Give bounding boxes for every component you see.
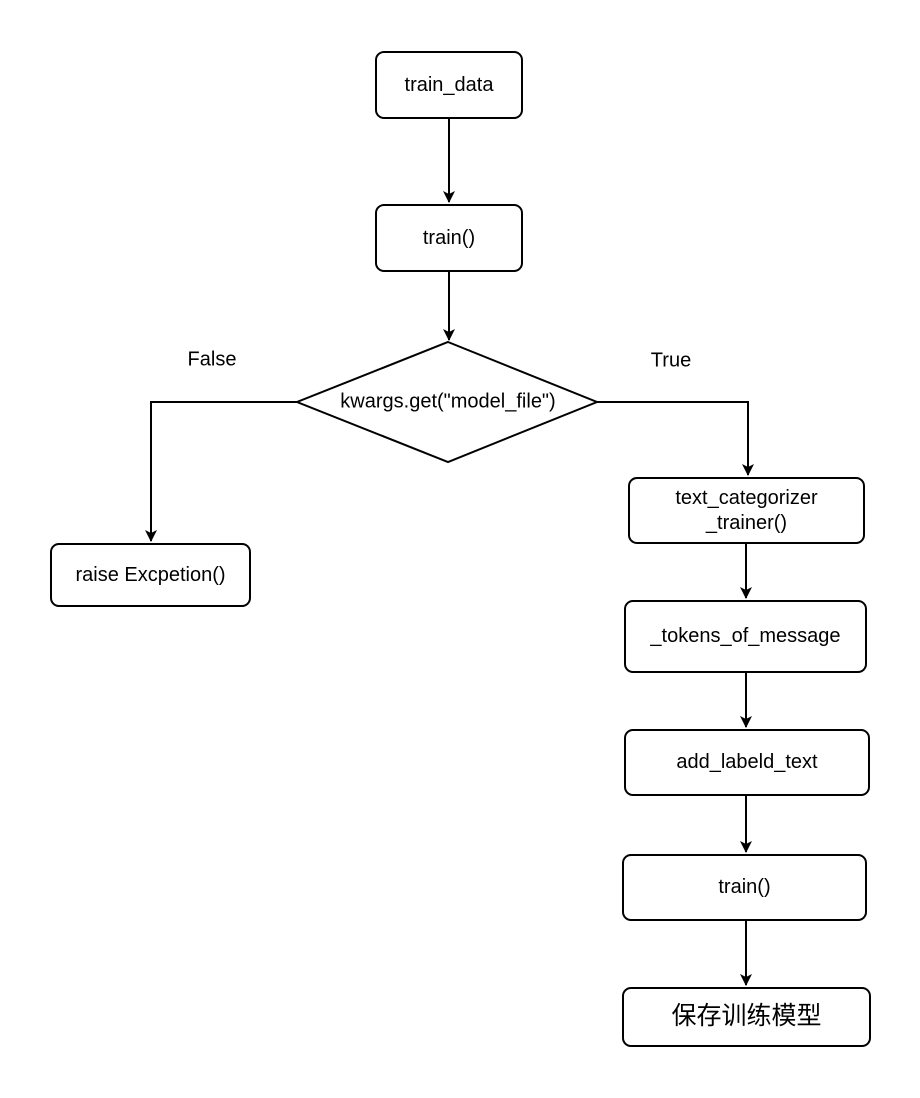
node-save-model: 保存训练模型 xyxy=(622,987,871,1047)
arrow-false-branch xyxy=(145,401,297,542)
decision-diamond xyxy=(294,340,600,464)
node-tokens-of-message: _tokens_of_message xyxy=(624,600,867,673)
node-train-2: train() xyxy=(622,854,867,921)
node-add-labeld-text: add_labeld_text xyxy=(624,729,870,796)
decision-label: kwargs.get("model_file") xyxy=(340,390,556,413)
branch-label-true: True xyxy=(650,349,692,372)
node-train: train() xyxy=(375,204,523,272)
node-text-categorizer-trainer: text_categorizer _trainer() xyxy=(628,477,865,544)
branch-label-false: False xyxy=(187,348,237,371)
node-raise-exception: raise Excpetion() xyxy=(50,543,251,607)
arrow-true-branch xyxy=(597,401,754,476)
node-train-data: train_data xyxy=(375,51,523,119)
